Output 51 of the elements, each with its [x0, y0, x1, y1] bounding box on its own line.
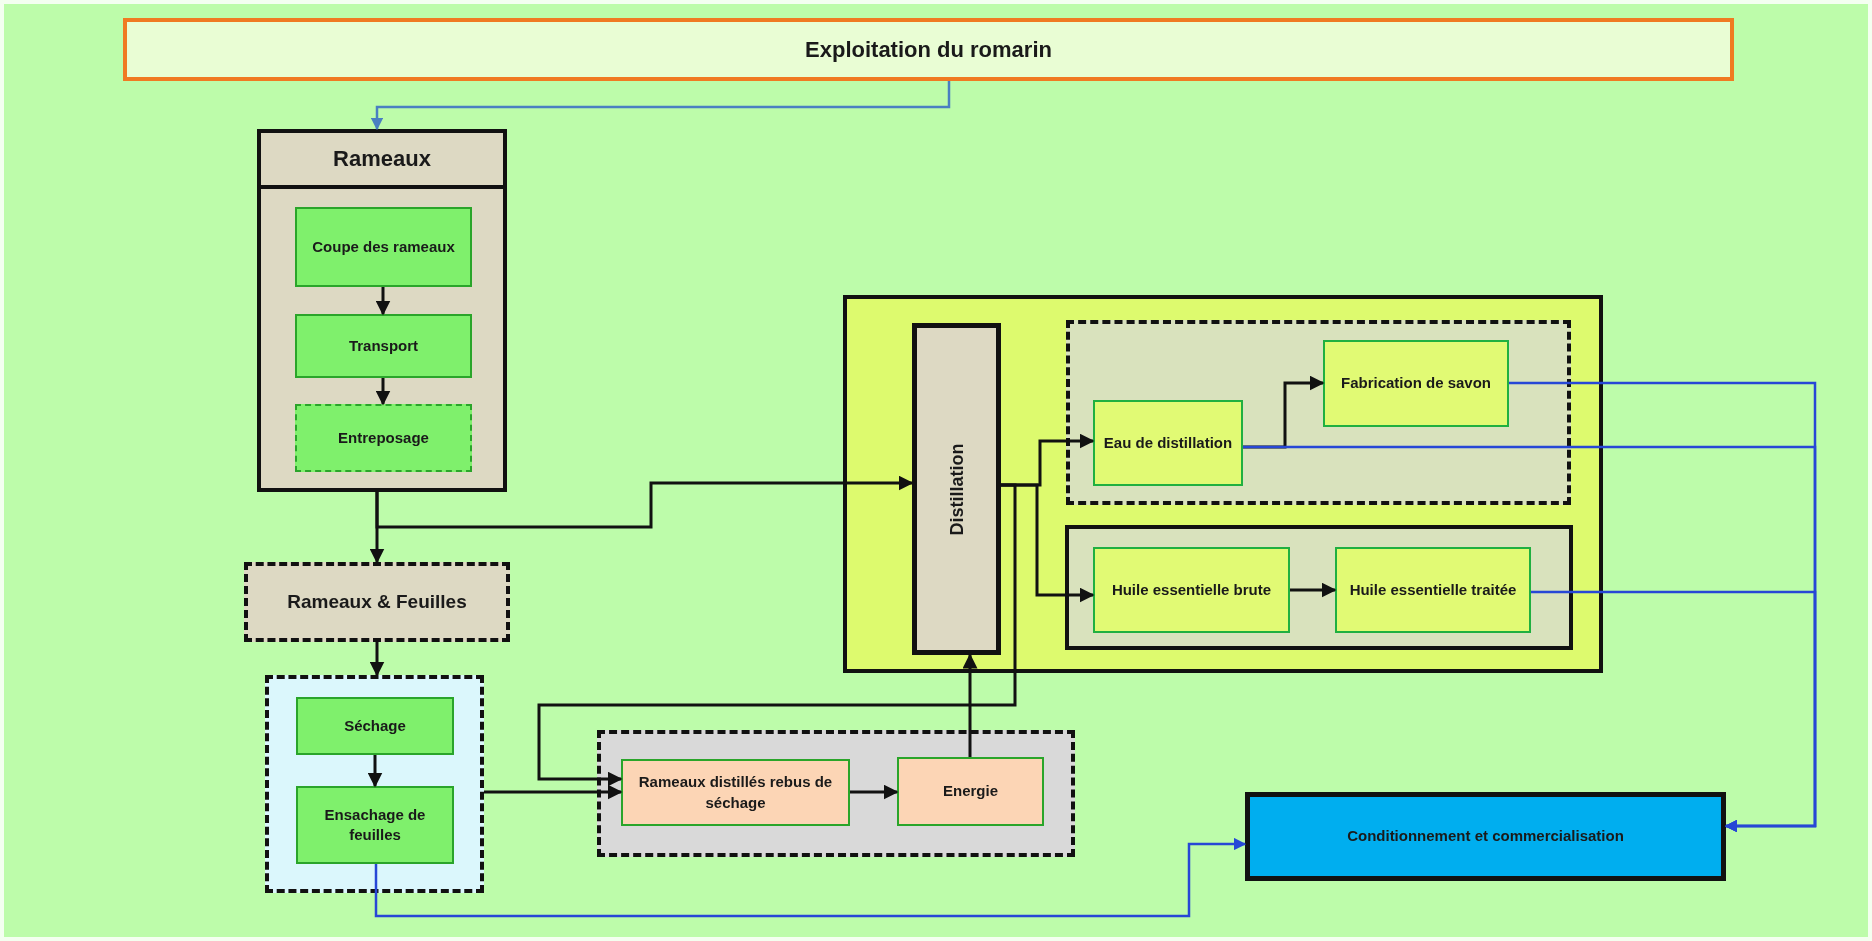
- arrow: [375, 378, 391, 406]
- arrow: [1243, 375, 1325, 449]
- box-label: Exploitation du romarin: [804, 35, 1053, 64]
- title-box: [123, 18, 1734, 81]
- box-label: Huile essentielle brute: [1110, 579, 1273, 600]
- group-heading: Rameaux: [333, 146, 431, 172]
- box-label: Rameaux & Feuilles: [286, 590, 468, 615]
- arrow: [370, 81, 951, 131]
- arrow: [375, 475, 914, 529]
- arrow: [962, 653, 978, 757]
- process-box: [1245, 792, 1726, 881]
- arrow: [850, 784, 899, 800]
- box-label: Conditionnement et commercialisation: [1346, 826, 1625, 847]
- box-label: Fabrication de savon: [1339, 373, 1492, 394]
- box-label: Entreposage: [337, 427, 430, 448]
- group-container: [257, 129, 507, 492]
- box-label: Rameaux distillés rebus de séchage: [637, 772, 834, 813]
- process-box: [244, 562, 510, 642]
- arrow: [367, 755, 383, 788]
- process-box: [897, 757, 1044, 826]
- arrow: [1001, 483, 1095, 603]
- box-label: Huile essentielle traitée: [1348, 579, 1518, 600]
- process-box: [912, 323, 1001, 655]
- arrow: [374, 837, 1247, 918]
- group-box: [1065, 525, 1573, 650]
- process-box: [295, 404, 472, 472]
- group-box: [1066, 320, 1571, 505]
- process-box: [621, 759, 850, 826]
- arrow: [1290, 582, 1337, 598]
- arrow: [375, 287, 391, 316]
- process-box: [1093, 547, 1290, 633]
- box-label: Energie: [942, 781, 999, 802]
- box-label: Eau de distillation: [1102, 432, 1234, 453]
- group-box: [597, 730, 1075, 857]
- process-box: [1093, 400, 1243, 486]
- arrow: [484, 784, 623, 800]
- arrow: [1531, 590, 1817, 833]
- group-box: [843, 295, 1603, 673]
- box-label: Ensachage de feuilles: [323, 804, 427, 845]
- box-label: Transport: [347, 335, 420, 356]
- box-label: Distillation: [946, 443, 967, 535]
- box-label: Coupe des rameaux: [311, 236, 456, 257]
- group-box: [265, 675, 484, 893]
- process-box: [296, 697, 454, 755]
- box-label: Séchage: [343, 715, 407, 736]
- process-box: [296, 786, 454, 864]
- process-box: [1323, 340, 1509, 427]
- arrow: [369, 642, 385, 677]
- process-box: [295, 207, 472, 287]
- process-box: [295, 314, 472, 378]
- process-box: [1335, 547, 1531, 633]
